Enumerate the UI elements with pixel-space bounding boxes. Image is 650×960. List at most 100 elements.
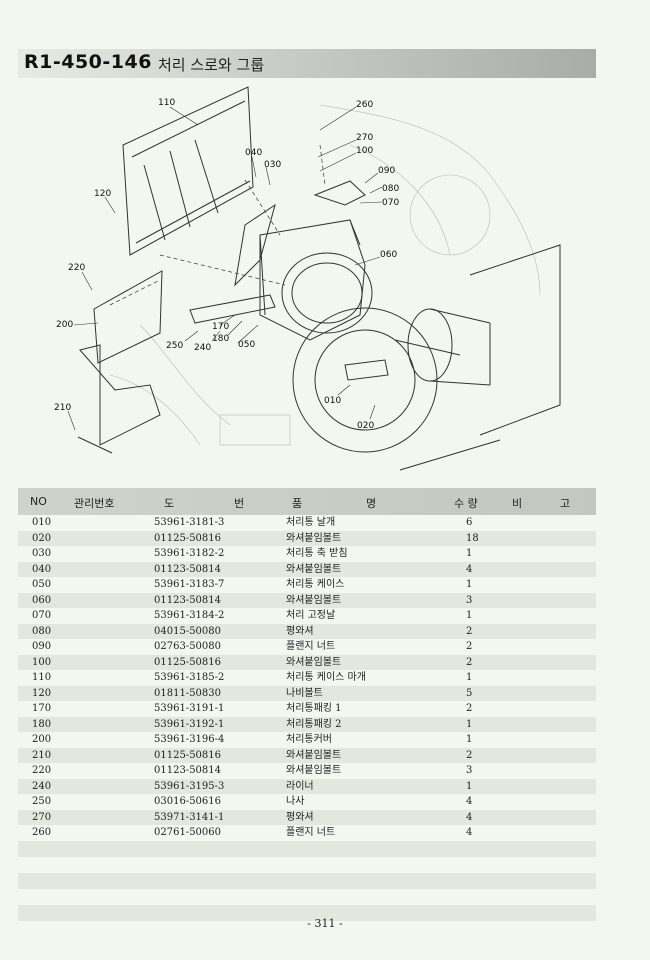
cell-name: 처리통 날개 (286, 517, 336, 528)
callout-260: 260 (356, 100, 373, 110)
cell-drawing: 53961-3183-7 (154, 579, 225, 590)
cell-drawing: 53961-3196-4 (154, 734, 225, 745)
callout-180: 180 (212, 334, 229, 344)
cell-name: 처리통커버 (286, 734, 332, 745)
cell-no: 070 (32, 610, 52, 621)
header-bar (18, 49, 596, 78)
cell-qty: 3 (466, 594, 473, 606)
table-row: 200 53961-3196-4 처리통커버 1 (18, 732, 596, 748)
cell-no: 090 (32, 641, 52, 652)
cell-no: 120 (32, 687, 52, 699)
cell-drawing: 02763-50080 (154, 641, 222, 652)
cell-name: 처리통 축 받침 (286, 548, 348, 559)
empty-table-row (18, 872, 596, 889)
callout-020: 020 (357, 421, 374, 431)
empty-table-row (18, 840, 596, 857)
cell-qty: 1 (466, 718, 473, 730)
callout-090: 090 (378, 166, 395, 176)
cell-qty: 1 (466, 734, 473, 745)
callout-270: 270 (356, 133, 373, 143)
cell-no: 170 (32, 703, 52, 714)
cell-qty: 4 (466, 796, 473, 807)
cell-qty: 2 (466, 749, 473, 761)
page-number: - 311 - (307, 917, 343, 930)
cell-qty: 1 (466, 548, 473, 559)
callout-220: 220 (68, 263, 85, 273)
cell-drawing: 53971-3141-1 (154, 811, 225, 823)
callout-070: 070 (382, 198, 399, 208)
header-name-1: 품 (292, 497, 303, 510)
cell-name: 플랜지 너트 (286, 641, 336, 652)
cell-drawing: 53961-3192-1 (154, 718, 225, 730)
cell-no: 040 (32, 563, 52, 575)
cell-no: 270 (32, 811, 52, 823)
cell-no: 260 (32, 827, 52, 838)
diagram-svg: 110 260 270 100 040 030 090 080 070 120 … (54, 86, 561, 471)
cell-name: 플랜지 너트 (286, 827, 336, 838)
callout-040: 040 (245, 148, 262, 158)
cell-qty: 2 (466, 641, 473, 652)
cell-name: 처리통 케이스 마개 (286, 672, 366, 683)
cell-qty: 1 (466, 579, 473, 590)
cell-no: 030 (32, 548, 52, 559)
callout-010: 010 (324, 396, 341, 406)
cell-drawing: 53961-3185-2 (154, 672, 225, 683)
callout-210: 210 (54, 403, 71, 413)
table-row: 090 02763-50080 플랜지 너트 2 (18, 639, 596, 655)
cell-name: 와셔붙임볼트 (286, 532, 342, 544)
cell-drawing: 01811-50830 (154, 687, 222, 699)
cell-qty: 2 (466, 625, 473, 637)
cell-qty: 2 (466, 703, 473, 714)
cell-no: 010 (32, 517, 52, 528)
cell-drawing: 53961-3195-3 (154, 780, 225, 792)
header-quantity: 수 량 (454, 497, 478, 510)
exploded-parts-diagram: 110 260 270 100 040 030 090 080 070 120 … (20, 85, 600, 485)
cell-no: 050 (32, 579, 52, 590)
cell-qty: 4 (466, 563, 473, 575)
cell-drawing: 01125-50816 (154, 532, 222, 544)
cell-no: 200 (32, 734, 52, 745)
callout-110: 110 (158, 98, 175, 108)
part-200-cover (93, 270, 163, 364)
cell-qty: 1 (466, 780, 473, 792)
header-drawing-1: 도 (164, 497, 175, 510)
cell-no: 110 (32, 672, 52, 683)
cell-drawing: 53961-3182-2 (154, 548, 225, 559)
cell-qty: 2 (466, 656, 473, 668)
callout-170: 170 (212, 322, 229, 332)
cell-qty: 4 (466, 827, 473, 838)
cell-no: 250 (32, 796, 52, 807)
part-050-case (259, 219, 366, 341)
cell-drawing: 01123-50814 (154, 765, 222, 776)
cell-drawing: 02761-50060 (154, 827, 222, 838)
cell-name: 처리통패킹 2 (286, 718, 342, 730)
cell-drawing: 04015-50080 (154, 625, 222, 637)
cell-name: 처리 고정날 (286, 610, 336, 621)
cell-qty: 5 (466, 687, 473, 699)
header-drawing-2: 번 (234, 497, 245, 510)
callout-060: 060 (380, 250, 397, 260)
cell-no: 180 (32, 718, 52, 730)
table-row: 030 53961-3182-2 처리통 축 받침 1 (18, 546, 596, 562)
empty-table-row (18, 888, 596, 905)
cell-drawing: 01123-50814 (154, 563, 222, 575)
empty-table-row (18, 856, 596, 873)
callout-240: 240 (194, 343, 211, 353)
cell-qty: 3 (466, 765, 473, 776)
callout-250: 250 (166, 341, 183, 351)
part-110-cover (122, 86, 254, 256)
cell-drawing: 53961-3184-2 (154, 610, 225, 621)
cell-drawing: 53961-3191-1 (154, 703, 225, 714)
cell-name: 평와셔 (286, 625, 314, 637)
